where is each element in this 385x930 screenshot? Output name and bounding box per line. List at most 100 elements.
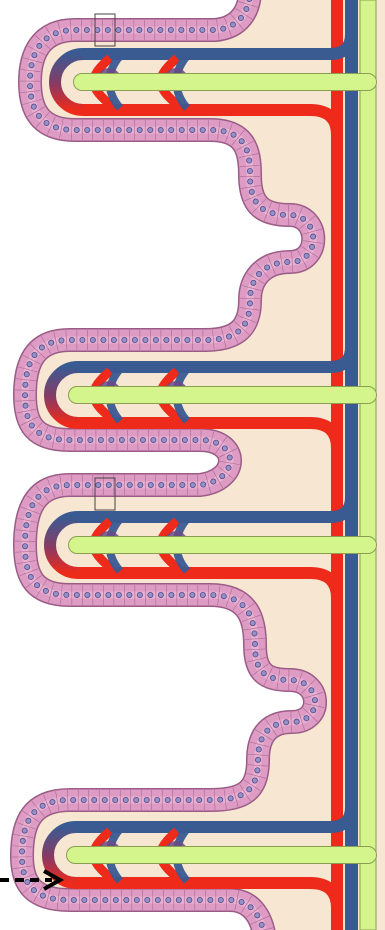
cell-nucleus bbox=[22, 828, 27, 833]
cell-nucleus bbox=[74, 592, 79, 597]
cell-nucleus bbox=[218, 797, 223, 802]
cell-nucleus bbox=[28, 73, 33, 78]
cell-nucleus bbox=[256, 747, 261, 752]
cell-nucleus bbox=[240, 602, 245, 607]
cell-nucleus bbox=[126, 27, 131, 32]
cell-nucleus bbox=[284, 720, 289, 725]
cell-nucleus bbox=[270, 675, 275, 680]
cell-nucleus bbox=[109, 437, 114, 442]
cell-nucleus bbox=[96, 482, 101, 487]
cell-nucleus bbox=[259, 922, 264, 927]
cell-nucleus bbox=[74, 127, 79, 132]
cell-nucleus bbox=[190, 482, 195, 487]
cell-nucleus bbox=[256, 271, 261, 276]
cell-nucleus bbox=[69, 337, 74, 342]
cell-nucleus bbox=[239, 899, 244, 904]
cell-nucleus bbox=[29, 63, 34, 68]
cell-nucleus bbox=[301, 681, 306, 686]
cell-nucleus bbox=[148, 482, 153, 487]
cell-nucleus bbox=[23, 533, 28, 538]
cell-nucleus bbox=[145, 897, 150, 902]
cell-nucleus bbox=[238, 15, 243, 20]
cell-nucleus bbox=[117, 482, 122, 487]
cell-nucleus bbox=[127, 482, 132, 487]
cell-nucleus bbox=[244, 148, 249, 153]
cell-nucleus bbox=[92, 897, 97, 902]
cell-nucleus bbox=[211, 127, 216, 132]
cell-nucleus bbox=[134, 897, 139, 902]
cell-nucleus bbox=[260, 206, 265, 211]
cell-nucleus bbox=[80, 337, 85, 342]
cell-nucleus bbox=[61, 897, 66, 902]
cell-nucleus bbox=[252, 641, 257, 646]
cell-nucleus bbox=[116, 27, 121, 32]
cell-nucleus bbox=[211, 479, 216, 484]
cell-nucleus bbox=[71, 897, 76, 902]
cell-nucleus bbox=[44, 488, 49, 493]
cell-nucleus bbox=[116, 127, 121, 132]
cell-nucleus bbox=[190, 127, 195, 132]
cell-nucleus bbox=[85, 127, 90, 132]
cell-nucleus bbox=[148, 127, 153, 132]
cell-nucleus bbox=[148, 592, 153, 597]
cell-nucleus bbox=[251, 280, 256, 285]
cell-nucleus bbox=[265, 728, 270, 733]
cell-nucleus bbox=[216, 336, 221, 341]
cell-nucleus bbox=[255, 757, 260, 762]
cell-nucleus bbox=[123, 797, 128, 802]
cell-nucleus bbox=[182, 437, 187, 442]
cell-nucleus bbox=[312, 697, 317, 702]
cell-nucleus bbox=[203, 438, 208, 443]
cell-nucleus bbox=[309, 688, 314, 693]
cell-nucleus bbox=[274, 261, 279, 266]
cell-nucleus bbox=[36, 113, 41, 118]
cell-nucleus bbox=[176, 897, 181, 902]
cell-nucleus bbox=[197, 797, 202, 802]
cell-nucleus bbox=[247, 168, 252, 173]
cell-nucleus bbox=[207, 797, 212, 802]
cell-nucleus bbox=[116, 592, 121, 597]
cell-nucleus bbox=[169, 592, 174, 597]
cell-nucleus bbox=[74, 27, 79, 32]
cell-nucleus bbox=[64, 482, 69, 487]
cell-nucleus bbox=[75, 482, 80, 487]
cell-nucleus bbox=[54, 484, 59, 489]
cell-nucleus bbox=[280, 212, 285, 217]
cell-nucleus bbox=[153, 337, 158, 342]
cell-nucleus bbox=[265, 265, 270, 270]
cell-nucleus bbox=[130, 437, 135, 442]
main-artery bbox=[331, 0, 343, 930]
cell-nucleus bbox=[106, 127, 111, 132]
cell-nucleus bbox=[24, 372, 29, 377]
cell-nucleus bbox=[210, 27, 215, 32]
cell-nucleus bbox=[161, 437, 166, 442]
cell-nucleus bbox=[174, 337, 179, 342]
cell-nucleus bbox=[304, 716, 309, 721]
cell-nucleus bbox=[36, 494, 41, 499]
cell-nucleus bbox=[185, 337, 190, 342]
cell-nucleus bbox=[113, 897, 118, 902]
cell-nucleus bbox=[134, 797, 139, 802]
cell-nucleus bbox=[27, 362, 32, 367]
cell-nucleus bbox=[158, 127, 163, 132]
cell-nucleus bbox=[208, 897, 213, 902]
cell-nucleus bbox=[37, 43, 42, 48]
cell-nucleus bbox=[291, 678, 296, 683]
cell-nucleus bbox=[273, 722, 278, 727]
cell-nucleus bbox=[32, 810, 37, 815]
cell-nucleus bbox=[176, 797, 181, 802]
cell-nucleus bbox=[103, 897, 108, 902]
cell-nucleus bbox=[101, 337, 106, 342]
cell-nucleus bbox=[27, 84, 32, 89]
cell-nucleus bbox=[43, 588, 48, 593]
cell-nucleus bbox=[23, 382, 28, 387]
cell-nucleus bbox=[285, 259, 290, 264]
cell-nucleus bbox=[221, 26, 226, 31]
cell-nucleus bbox=[252, 778, 257, 783]
cell-nucleus bbox=[63, 28, 68, 33]
cell-nucleus bbox=[242, 321, 247, 326]
cell-nucleus bbox=[255, 913, 260, 918]
cell-nucleus bbox=[213, 440, 218, 445]
cell-nucleus bbox=[281, 677, 286, 682]
cell-nucleus bbox=[155, 897, 160, 902]
